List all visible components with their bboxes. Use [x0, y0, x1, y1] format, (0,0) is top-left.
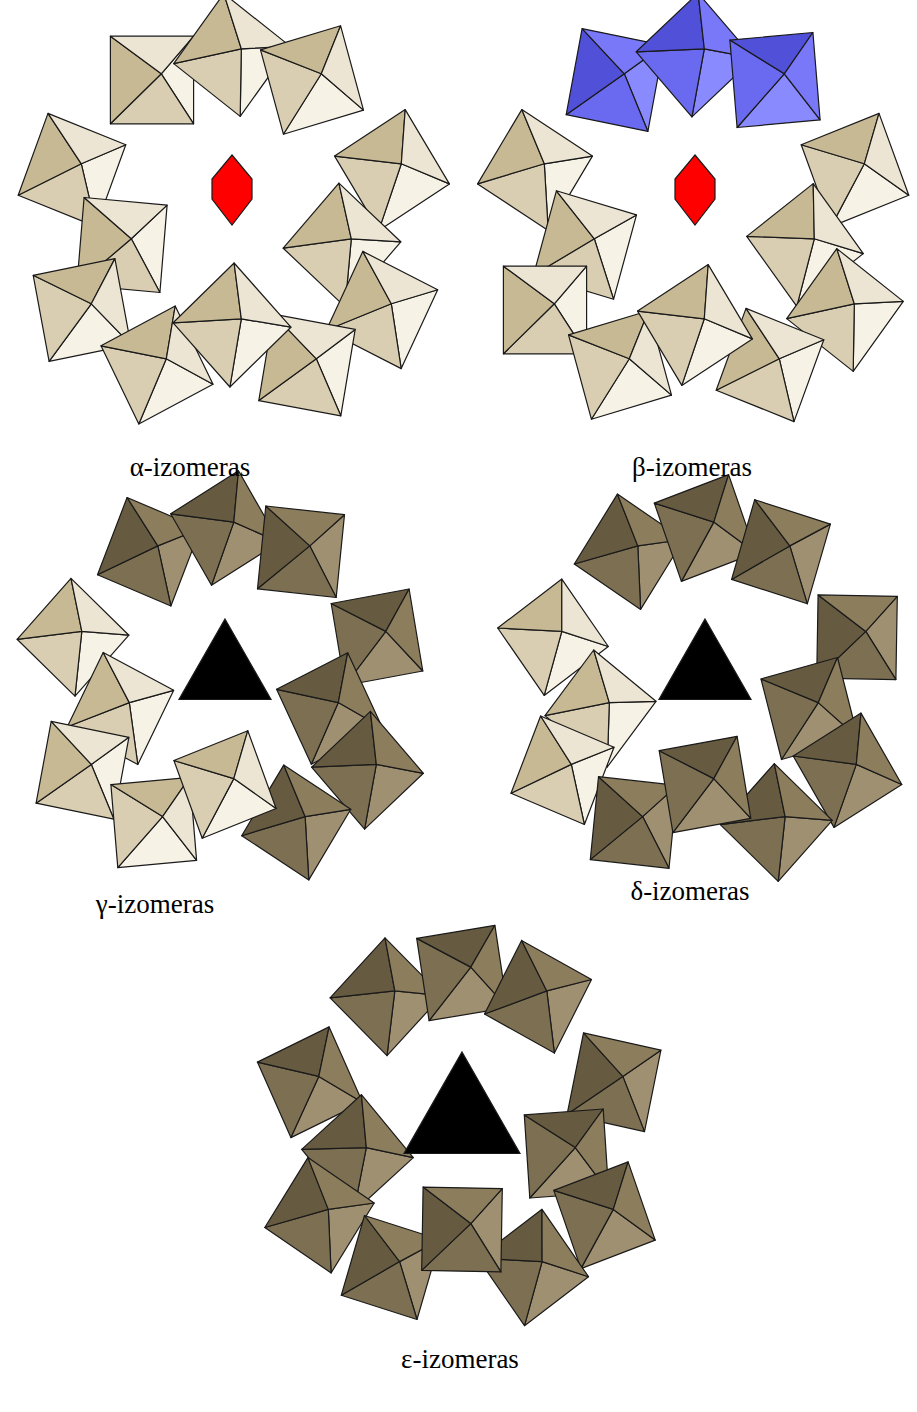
octahedron-face — [704, 265, 752, 339]
octahedron-face — [636, 0, 704, 52]
octahedron-face — [330, 938, 395, 998]
caption-text: δ-izomeras — [630, 876, 749, 906]
octahedron-face — [778, 817, 832, 882]
octahedron-face — [101, 306, 175, 359]
octahedron-face — [503, 266, 586, 304]
isomer-caption: γ-izomeras — [5, 889, 305, 920]
octahedron-face — [17, 631, 82, 696]
central-tetrahedron — [212, 155, 252, 225]
octahedron-face — [542, 1209, 589, 1276]
octahedron-face — [498, 628, 562, 695]
octahedron-face — [312, 711, 377, 767]
octahedron-face — [638, 265, 709, 319]
octahedron-face — [747, 184, 815, 239]
keggin-cluster — [18, 0, 449, 424]
octahedron-face — [755, 500, 831, 546]
octahedron-face — [584, 1033, 661, 1077]
octahedron-face — [321, 26, 363, 110]
keggin-cluster — [257, 925, 661, 1325]
central-tetrahedron — [179, 619, 271, 700]
octahedron-face — [234, 731, 276, 809]
octahedron-face — [562, 579, 609, 646]
octahedron-face — [774, 764, 832, 821]
octahedron-face — [308, 1158, 374, 1210]
octahedron-face — [339, 183, 401, 242]
octahedron-face — [84, 198, 167, 239]
octahedron-face — [793, 713, 861, 764]
octahedron-face — [856, 713, 902, 784]
octahedron-face — [330, 991, 395, 1056]
octahedron-face — [556, 191, 636, 239]
octahedron-face — [361, 1095, 413, 1158]
octahedron-face — [864, 113, 909, 195]
octahedron-face — [522, 940, 592, 991]
octahedron-face — [277, 653, 348, 703]
keggin-cluster — [17, 471, 423, 880]
octahedron-face — [71, 578, 129, 635]
octahedron-face — [173, 263, 241, 323]
octahedron-face — [51, 721, 129, 764]
isomer-caption: ε-izomeras — [310, 1344, 610, 1375]
keggin-cluster — [498, 475, 902, 882]
octahedron-face — [636, 49, 704, 117]
caption-text: ε-izomeras — [401, 1344, 519, 1374]
octahedron-face — [101, 346, 166, 424]
octahedron-face — [423, 1187, 502, 1224]
octahedron-face — [319, 1027, 363, 1103]
isomer-caption: α-izomeras — [40, 452, 340, 483]
octahedron-face — [837, 249, 904, 304]
octahedron-face — [335, 110, 406, 164]
caption-text: γ-izomeras — [96, 889, 214, 919]
octahedron-face — [48, 113, 126, 163]
octahedron-face — [784, 33, 820, 120]
octahedron-face — [498, 579, 562, 631]
octahedron-face — [91, 259, 131, 345]
octahedron-face — [305, 809, 351, 880]
central-tetrahedron — [404, 1052, 520, 1154]
octahedron-face — [370, 711, 423, 773]
octahedron-face — [283, 239, 351, 307]
octahedron-face — [103, 653, 174, 703]
octahedron-face — [638, 311, 705, 385]
octahedron-face — [234, 263, 291, 327]
octahedron-face — [386, 589, 423, 671]
caption-text: β-izomeras — [632, 452, 752, 482]
octahedron-face — [594, 650, 656, 703]
octahedron-face — [224, 0, 290, 49]
octahedron-face — [257, 1027, 329, 1077]
octahedron-face — [607, 701, 656, 767]
octahedron-face — [401, 110, 449, 184]
octahedron-face — [171, 514, 234, 585]
central-tetrahedron — [659, 619, 751, 700]
isomer-caption: β-izomeras — [542, 452, 842, 483]
caption-text: α-izomeras — [130, 452, 251, 482]
octahedron-face — [853, 301, 903, 371]
isomer-caption: δ-izomeras — [540, 876, 840, 907]
octahedron-face — [818, 595, 897, 632]
octahedron-face — [338, 653, 382, 728]
octahedron-face — [363, 251, 438, 303]
keggin-cluster — [478, 0, 909, 422]
octahedron-face — [284, 765, 351, 817]
octahedron-face — [714, 736, 751, 818]
central-tetrahedron — [675, 155, 715, 225]
octahedron-face — [813, 184, 863, 254]
octahedron-face — [266, 506, 345, 546]
octahedron-face — [720, 817, 785, 882]
octahedron-face — [522, 110, 593, 164]
octahedron-face — [746, 308, 824, 358]
octahedron-face — [302, 1095, 367, 1150]
octahedron-face — [613, 1162, 655, 1240]
octahedron-face — [17, 578, 82, 639]
octahedron-face — [173, 319, 241, 387]
octahedron-face — [541, 716, 614, 764]
